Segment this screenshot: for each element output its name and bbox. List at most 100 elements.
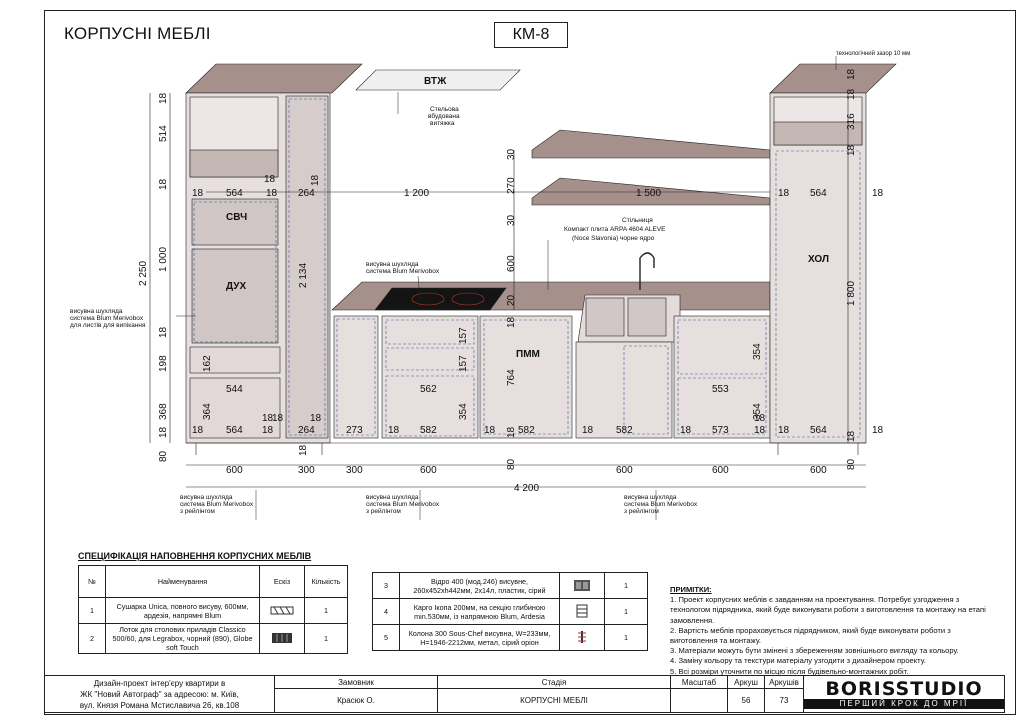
shelf-top: [531, 129, 771, 159]
svg-text:300: 300: [346, 465, 363, 476]
svg-text:30: 30: [506, 214, 517, 226]
svg-text:264: 264: [298, 188, 315, 199]
title-block: Дизайн-проект інтер'єру квартири в ЖК "Н…: [44, 675, 1005, 713]
svg-text:18: 18: [158, 92, 169, 104]
table-row: 1 Сушарка Unica, повного висуву, 600мм, …: [78, 597, 348, 624]
svg-text:18: 18: [506, 316, 517, 328]
label-svch: СВЧ: [226, 212, 247, 223]
dukh-niche: [191, 248, 279, 344]
svg-text:273: 273: [346, 425, 363, 436]
svg-text:600: 600: [506, 255, 517, 272]
column-rack-icon: [578, 630, 586, 643]
svg-text:18: 18: [192, 425, 204, 436]
svg-text:18: 18: [872, 188, 884, 199]
svg-text:18: 18: [266, 188, 278, 199]
svg-text:562: 562: [420, 384, 437, 395]
svg-text:368: 368: [158, 403, 169, 420]
svch-niche: [191, 198, 279, 246]
svg-text:1 200: 1 200: [404, 188, 429, 199]
svg-text:Компакт плита ARPA 4604 ALEVE: Компакт плита ARPA 4604 ALEVE: [564, 226, 666, 233]
svg-text:витяжка: витяжка: [430, 120, 455, 127]
svg-text:80: 80: [506, 458, 517, 470]
svg-text:система Blum Merivobox: система Blum Merivobox: [180, 501, 254, 508]
svg-text:80: 80: [846, 458, 857, 470]
svg-text:600: 600: [712, 465, 729, 476]
base-unit-hob: [381, 315, 479, 439]
svg-text:18: 18: [192, 188, 204, 199]
base-unit-573: [673, 315, 771, 439]
svg-text:162: 162: [202, 355, 213, 372]
label-khol: ХОЛ: [808, 254, 829, 265]
label-pmm: ПММ: [516, 349, 540, 360]
svg-text:з рейлінгом: з рейлінгом: [366, 507, 401, 515]
svg-text:264: 264: [298, 425, 315, 436]
svg-text:300: 300: [298, 465, 315, 476]
pmm-unit: [479, 315, 573, 439]
svg-text:18: 18: [846, 68, 857, 80]
svg-text:514: 514: [158, 125, 169, 142]
svg-text:354: 354: [752, 343, 763, 360]
svg-text:18: 18: [262, 425, 274, 436]
svg-text:354: 354: [458, 403, 469, 420]
spec-title: СПЕЦИФІКАЦІЯ НАПОВНЕННЯ КОРПУСНИХ МЕБЛІВ: [78, 551, 312, 561]
svg-text:18: 18: [158, 426, 169, 438]
svg-text:висувна шухляда: висувна шухляда: [366, 261, 419, 268]
svg-text:270: 270: [506, 177, 517, 194]
table-row: 5 Колона 300 Sous-Chef висувна, W=233мм,…: [372, 624, 648, 651]
svg-text:1 800: 1 800: [846, 281, 857, 306]
svg-text:564: 564: [226, 188, 243, 199]
elevation-drawing: ВТЖ Стельова вбудована витяжка технологі…: [70, 50, 910, 520]
svg-text:18: 18: [778, 188, 790, 199]
hood: [355, 69, 521, 91]
svg-text:18: 18: [264, 174, 276, 185]
left-tall-top: [185, 63, 363, 94]
svg-text:система Blum Merivobox: система Blum Merivobox: [366, 501, 440, 508]
svg-text:600: 600: [226, 465, 243, 476]
gap-note: технологічний зазор 10 мм: [836, 50, 910, 57]
column-unit: [285, 95, 329, 439]
svg-text:18: 18: [158, 178, 169, 190]
svg-text:система Blum Merivobox: система Blum Merivobox: [70, 315, 144, 322]
svg-text:18: 18: [310, 413, 322, 424]
svg-text:висувна шухляда: висувна шухляда: [366, 494, 419, 501]
svg-text:80: 80: [158, 450, 169, 462]
svg-text:18: 18: [846, 144, 857, 156]
cargo-basket-icon: [576, 604, 588, 617]
svg-text:2 134: 2 134: [298, 263, 309, 288]
table-row: 3 Відро 400 (мод.246) висувне, 260x452xh…: [372, 572, 648, 599]
spec-table-right: 3 Відро 400 (мод.246) висувне, 260x452xh…: [372, 572, 648, 651]
svg-text:18: 18: [846, 88, 857, 100]
svg-text:600: 600: [810, 465, 827, 476]
svg-text:система Blum Merivobox: система Blum Merivobox: [366, 268, 440, 275]
drawing-frame: [44, 10, 1016, 715]
svg-text:1 000: 1 000: [158, 247, 169, 272]
svg-text:18: 18: [506, 426, 517, 438]
khol-unit: [769, 92, 867, 444]
svg-text:582: 582: [420, 425, 437, 436]
cutlery-tray-icon: [272, 632, 292, 643]
brand-logo: BORISSTUDIO: [825, 678, 983, 700]
svg-text:4 200: 4 200: [514, 483, 539, 494]
svg-text:354: 354: [752, 403, 763, 420]
notes: ПРИМІТКИ: 1. Проект корпусних меблів є з…: [670, 585, 986, 676]
label-vtzh: ВТЖ: [424, 76, 447, 87]
svg-text:553: 553: [712, 384, 729, 395]
svg-text:582: 582: [518, 425, 535, 436]
svg-text:600: 600: [420, 465, 437, 476]
hob: [374, 287, 507, 311]
svg-text:система Blum Merivobox: система Blum Merivobox: [624, 501, 698, 508]
sheet-code: КМ-8: [494, 22, 568, 48]
svg-text:30: 30: [506, 148, 517, 160]
svg-text:157: 157: [458, 327, 469, 344]
svg-text:Стільниця: Стільниця: [622, 216, 653, 224]
svg-text:висувна шухляда: висувна шухляда: [70, 308, 123, 315]
svg-text:364: 364: [202, 403, 213, 420]
svg-text:1 500: 1 500: [636, 188, 661, 199]
svg-text:18: 18: [262, 413, 274, 424]
svg-text:564: 564: [810, 425, 827, 436]
svg-text:764: 764: [506, 369, 517, 386]
svg-text:18: 18: [846, 430, 857, 442]
svg-text:з рейлінгом: з рейлінгом: [180, 507, 215, 515]
svg-text:18: 18: [298, 444, 309, 456]
svg-text:18: 18: [272, 413, 284, 424]
